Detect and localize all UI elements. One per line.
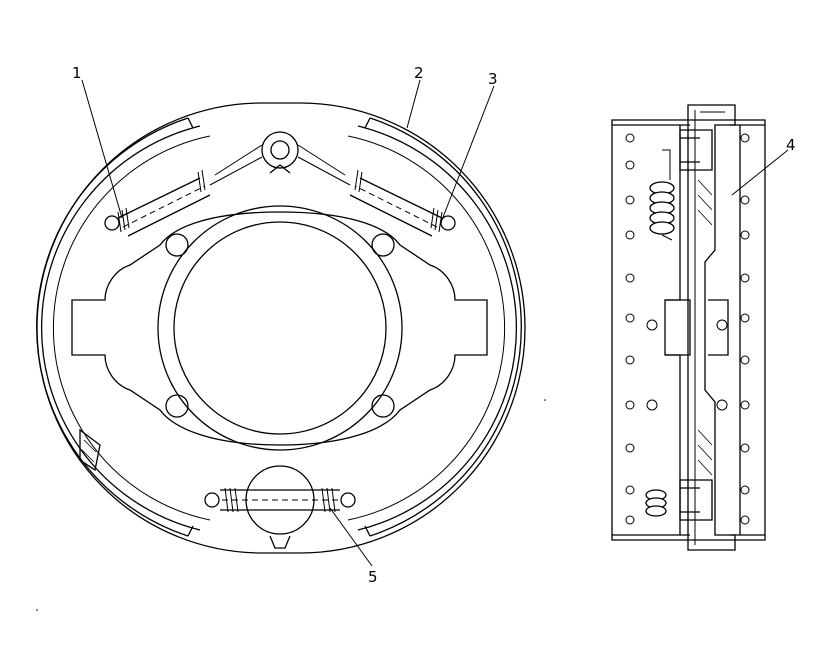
coil-spring-top — [649, 149, 675, 241]
mounting-hole — [371, 394, 395, 418]
upper-right-spring — [349, 169, 456, 237]
hub-outer-circle — [157, 205, 403, 451]
side-frame — [611, 119, 766, 541]
adjuster-assembly — [204, 465, 356, 549]
backing-plate — [36, 102, 526, 554]
callout-4: 4 — [786, 136, 796, 154]
callout-2: 2 — [414, 64, 424, 82]
mounting-hole — [371, 233, 395, 257]
rivet-holes-right — [716, 133, 750, 525]
callout-1: 1 — [72, 64, 82, 82]
lining-left — [36, 117, 189, 537]
mounting-hole — [165, 233, 189, 257]
brake-side-view: 4 — [611, 104, 796, 551]
callout-3: 3 — [488, 70, 498, 88]
callout-5: 5 — [368, 568, 378, 586]
brake-front-view: 1 2 3 5 — [36, 64, 526, 586]
shoe-right-rim — [357, 125, 517, 531]
coil-spring-bottom — [645, 489, 667, 517]
mounting-hole — [165, 394, 189, 418]
upper-left-spring — [104, 169, 211, 237]
anchor-pin — [209, 131, 351, 186]
rivet-holes-left — [625, 133, 658, 525]
backing-plate-inner — [71, 211, 488, 446]
lining-right — [369, 117, 522, 537]
retaining-clip — [79, 428, 101, 472]
shoe-left-rim — [41, 125, 201, 531]
shoe-web — [687, 104, 736, 551]
hub-bore — [173, 221, 387, 435]
